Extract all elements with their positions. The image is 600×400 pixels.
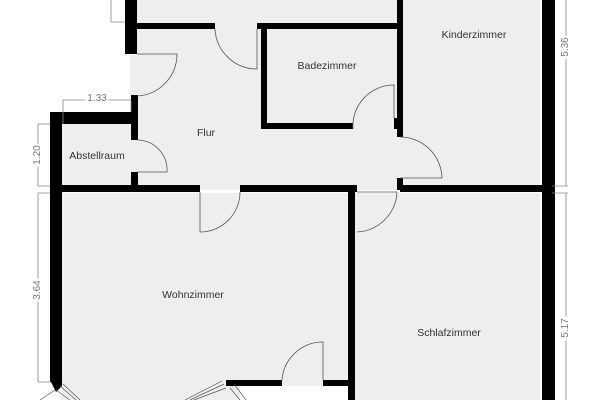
dim-line-kinder-depth <box>552 0 568 187</box>
wall-bath-bottom <box>261 123 353 129</box>
room-label-schlafzimmer: Schlafzimmer <box>417 327 481 339</box>
floor-abstellraum <box>62 124 137 188</box>
wall-bottom-mid-1 <box>226 380 282 386</box>
wall-flur-left-1 <box>131 95 138 107</box>
dimension-schlafzimmer-depth: 5.17 <box>560 316 571 340</box>
wall-left-outer <box>50 112 62 382</box>
floor-flur-entry <box>130 55 140 95</box>
walls <box>50 0 555 400</box>
room-label-wohnzimmer: Wohnzimmer <box>162 289 224 301</box>
wall-right-outer <box>542 0 555 400</box>
wall-wohn-schlaf <box>348 185 355 400</box>
wall-top-horizontal <box>125 23 215 29</box>
windows <box>39 380 247 400</box>
room-label-badezimmer: Badezimmer <box>297 60 357 72</box>
wall-kinder-left-lower <box>397 178 403 190</box>
wall-abstell-right-2 <box>131 172 138 190</box>
wall-corner-bottom-left <box>50 380 62 392</box>
wall-bath-top <box>257 23 400 29</box>
door-entry[interactable] <box>136 53 178 97</box>
wall-abstell-top <box>50 112 138 124</box>
window-bay-right <box>184 380 247 400</box>
door-abstellraum[interactable] <box>136 139 168 173</box>
wall-kinder-left <box>397 0 403 137</box>
room-label-flur: Flur <box>196 127 216 139</box>
wall-abstell-right-1 <box>131 107 138 140</box>
wall-mid-center <box>240 185 357 192</box>
doors <box>136 28 443 381</box>
room-label-kinderzimmer: Kinderzimmer <box>441 29 507 41</box>
dimension-abstellraum-width: 1.33 <box>85 93 109 104</box>
dimension-wohnzimmer-depth: 3.64 <box>32 278 43 302</box>
door-wohnzimmer[interactable] <box>199 191 241 233</box>
floor-schlafzimmer <box>355 193 540 400</box>
door-kinderzimmer[interactable] <box>399 136 443 179</box>
floor-areas <box>62 0 540 400</box>
window-bay-left <box>39 383 81 400</box>
dimension-lines <box>37 0 568 400</box>
door-badezimmer[interactable] <box>352 84 395 130</box>
wall-bottom-mid-2 <box>323 380 355 386</box>
room-label-abstellraum: Abstellraum <box>69 150 125 162</box>
door-balcony[interactable] <box>281 341 324 381</box>
dimension-kinderzimmer-depth: 5.36 <box>560 35 571 59</box>
outside-area <box>240 386 348 400</box>
dim-line-schlaf-depth <box>552 192 568 400</box>
wall-mid-left <box>50 185 200 192</box>
wall-kinder-bottom <box>400 185 555 192</box>
dimension-abstellraum-depth: 1.20 <box>32 143 43 167</box>
door-flur-top[interactable] <box>214 28 258 70</box>
wall-bath-left <box>261 23 267 129</box>
floor-top <box>137 0 540 190</box>
dim-line-top-stub <box>110 0 125 23</box>
floor-wohnzimmer <box>62 193 349 400</box>
door-schlafzimmer[interactable] <box>356 191 398 233</box>
